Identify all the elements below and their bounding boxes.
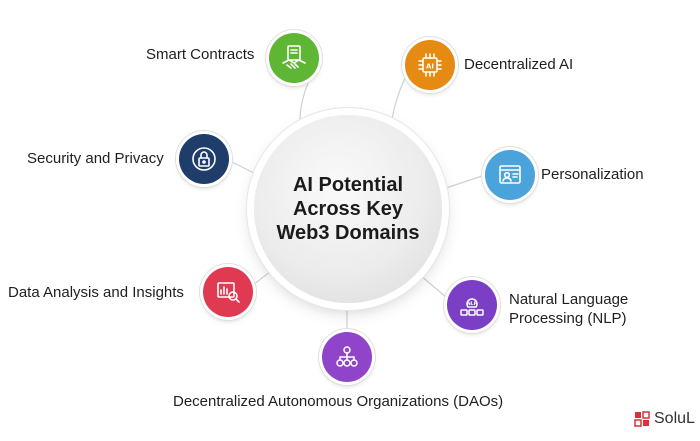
domain-label-nlp-line2: Processing (NLP): [509, 310, 627, 327]
connector-nlp: [419, 274, 448, 299]
padlock-icon: [179, 134, 229, 184]
svg-text:NLP: NLP: [467, 301, 478, 307]
domain-label-nlp: Natural Language Processing (NLP): [509, 290, 628, 328]
connector-data-analysis: [252, 267, 276, 286]
network-organization-icon: [322, 332, 372, 382]
nlp-brain-icon: NLP: [447, 280, 497, 330]
domain-label-personalization: Personalization: [541, 166, 644, 183]
user-profile-icon: [485, 150, 535, 200]
hub-title: AI Potential Across Key Web3 Domains: [276, 174, 420, 244]
connector-security: [227, 159, 259, 176]
central-hub: AI Potential Across Key Web3 Domains: [254, 115, 442, 303]
ai-chip-icon: AI: [405, 40, 455, 90]
domain-label-data-analysis: Data Analysis and Insights: [8, 284, 184, 301]
domain-label-nlp-line1: Natural Language: [509, 291, 629, 308]
svg-text:AI: AI: [426, 63, 434, 71]
solulab-logo-icon: [634, 411, 650, 427]
connector-personalization: [439, 174, 486, 191]
domain-label-smart-contracts: Smart Contracts: [146, 46, 255, 63]
brand-name: SoluL: [654, 410, 695, 427]
handshake-contract-icon: [269, 33, 319, 83]
connector-decentralized-ai: [391, 77, 406, 121]
domain-label-daos: Decentralized Autonomous Organizations (…: [173, 393, 504, 410]
brand-logo: SoluL: [634, 410, 695, 428]
data-analysis-icon: [203, 267, 253, 317]
domain-label-security-privacy: Security and Privacy: [27, 150, 164, 167]
domain-label-decentralized-ai: Decentralized AI: [464, 56, 574, 73]
